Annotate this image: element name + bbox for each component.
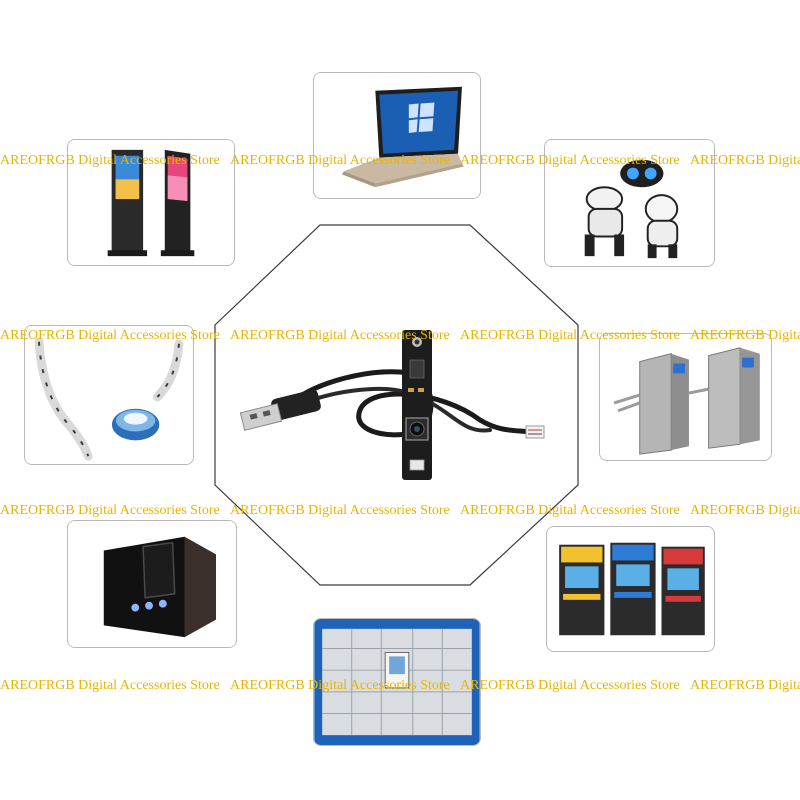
kiosk-icon [68, 140, 234, 265]
watermark-text: AREOFRGB Digital Accessories Store [690, 503, 800, 518]
camera-pcb-icon [402, 330, 432, 480]
face-terminal-icon [68, 521, 236, 647]
turnstile-icon [600, 334, 771, 460]
lockers-card [313, 618, 481, 746]
watermark-text: AREOFRGB Digital Accessories Store [460, 678, 680, 693]
usb-plug-icon [239, 389, 321, 431]
laptop-card [313, 72, 481, 199]
atm-card [546, 526, 715, 652]
lockers-icon [314, 619, 480, 745]
face-terminal-card [67, 520, 237, 648]
watermark-text: AREOFRGB Digital Accessories Store [460, 503, 680, 518]
watermark-row: AREOFRGB Digital Accessories Store AREOFR… [0, 503, 800, 519]
robotic-arm-icon [25, 326, 193, 464]
laptop-icon [314, 73, 480, 198]
atm-icon [547, 527, 714, 651]
robots-card [544, 139, 715, 267]
watermark-text: AREOFRGB Digital Accessories Store [0, 503, 220, 518]
watermark-text: AREOFRGB Digital Accessories Store [690, 678, 800, 693]
robotic-arm-card [24, 325, 194, 465]
robots-icon [545, 140, 714, 266]
advertising-kiosk-card [67, 139, 235, 266]
turnstile-card [599, 333, 772, 461]
watermark-text: AREOFRGB Digital Accessories Store [230, 503, 450, 518]
watermark-text: AREOFRGB Digital Accessories Store [0, 678, 220, 693]
usb-camera-module-image [239, 330, 545, 480]
